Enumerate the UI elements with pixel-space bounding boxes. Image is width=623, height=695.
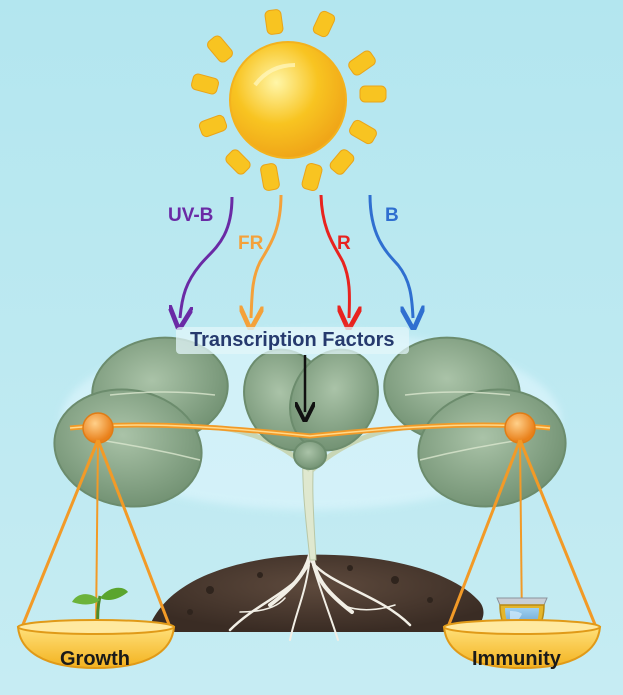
soil-mound	[150, 554, 484, 632]
left-pivot-knob	[82, 412, 114, 444]
sun-icon	[190, 9, 387, 192]
left-scale-pan	[16, 626, 176, 670]
plant-leaves	[53, 336, 567, 508]
uvb-label: UV-B	[168, 205, 214, 226]
uvb-arrow	[180, 196, 234, 318]
right-pivot-knob	[504, 412, 536, 444]
r-label: R	[337, 233, 351, 254]
balance-scale	[20, 412, 598, 628]
b-arrow	[368, 194, 413, 318]
transcription-factors-label: Transcription Factors	[176, 327, 409, 354]
b-label: B	[385, 205, 399, 226]
right-scale-pan	[442, 626, 602, 670]
fr-arrow	[251, 194, 283, 318]
growth-label: Growth	[60, 648, 130, 670]
fr-label: FR	[238, 233, 264, 254]
immunity-label: Immunity	[472, 648, 561, 670]
roots	[228, 553, 412, 641]
r-arrow	[319, 194, 349, 318]
